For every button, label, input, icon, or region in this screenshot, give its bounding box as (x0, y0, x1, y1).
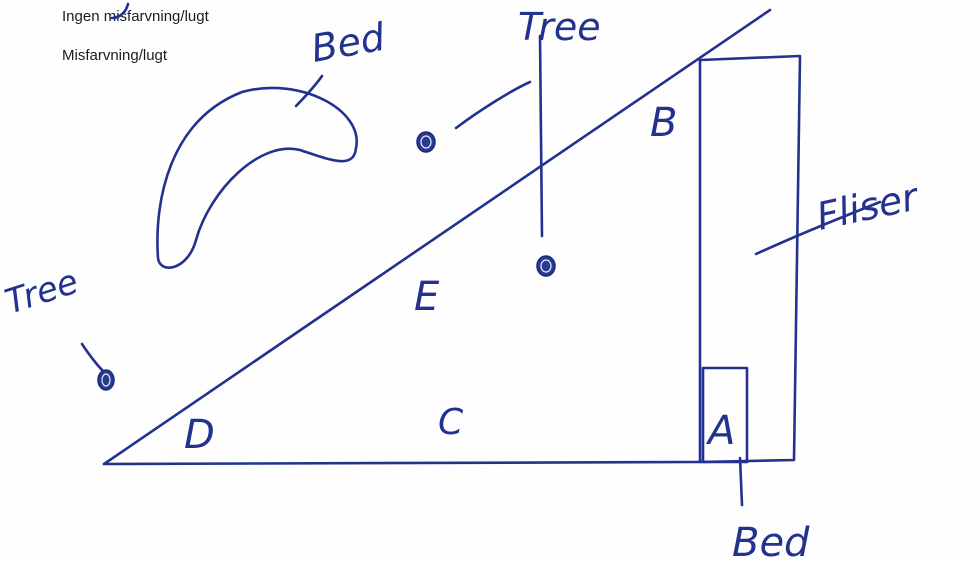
tree-top-pointer-line (454, 80, 532, 130)
bed-box-a (701, 366, 749, 464)
triangle-base-line (102, 460, 702, 466)
label-tree-top: Tree (518, 5, 601, 49)
tree-marker-1 (416, 131, 436, 153)
bed-top-pointer-line (294, 74, 324, 108)
bed-bottom-pointer-line (738, 456, 744, 507)
label-tiles: Fliser (813, 174, 924, 239)
label-area-d: D (184, 412, 215, 458)
tree-marker-2 (536, 255, 556, 277)
label-bed-top: Bed (308, 15, 389, 71)
label-tree-left: Tree (0, 262, 83, 323)
label-area-a: A (705, 408, 735, 454)
tree-left-pointer-line (80, 342, 106, 374)
stray-pen-mark (110, 2, 130, 20)
label-area-c: C (438, 402, 464, 443)
triangle-outline (102, 8, 772, 466)
tree-marker-3 (97, 369, 115, 391)
label-bed-bottom: Bed (732, 520, 810, 561)
tree-top-pointer-line-2 (538, 34, 544, 238)
label-area-b: B (650, 100, 677, 146)
label-area-e: E (414, 274, 440, 320)
legend-discoloration: Misfarvning/lugt (62, 47, 168, 64)
tile-strip-outline (698, 54, 802, 464)
tile-pointer-line (754, 200, 882, 256)
legend-no-discoloration: Ingen misfarvning/lugt (62, 8, 209, 25)
curved-bed (156, 86, 358, 269)
